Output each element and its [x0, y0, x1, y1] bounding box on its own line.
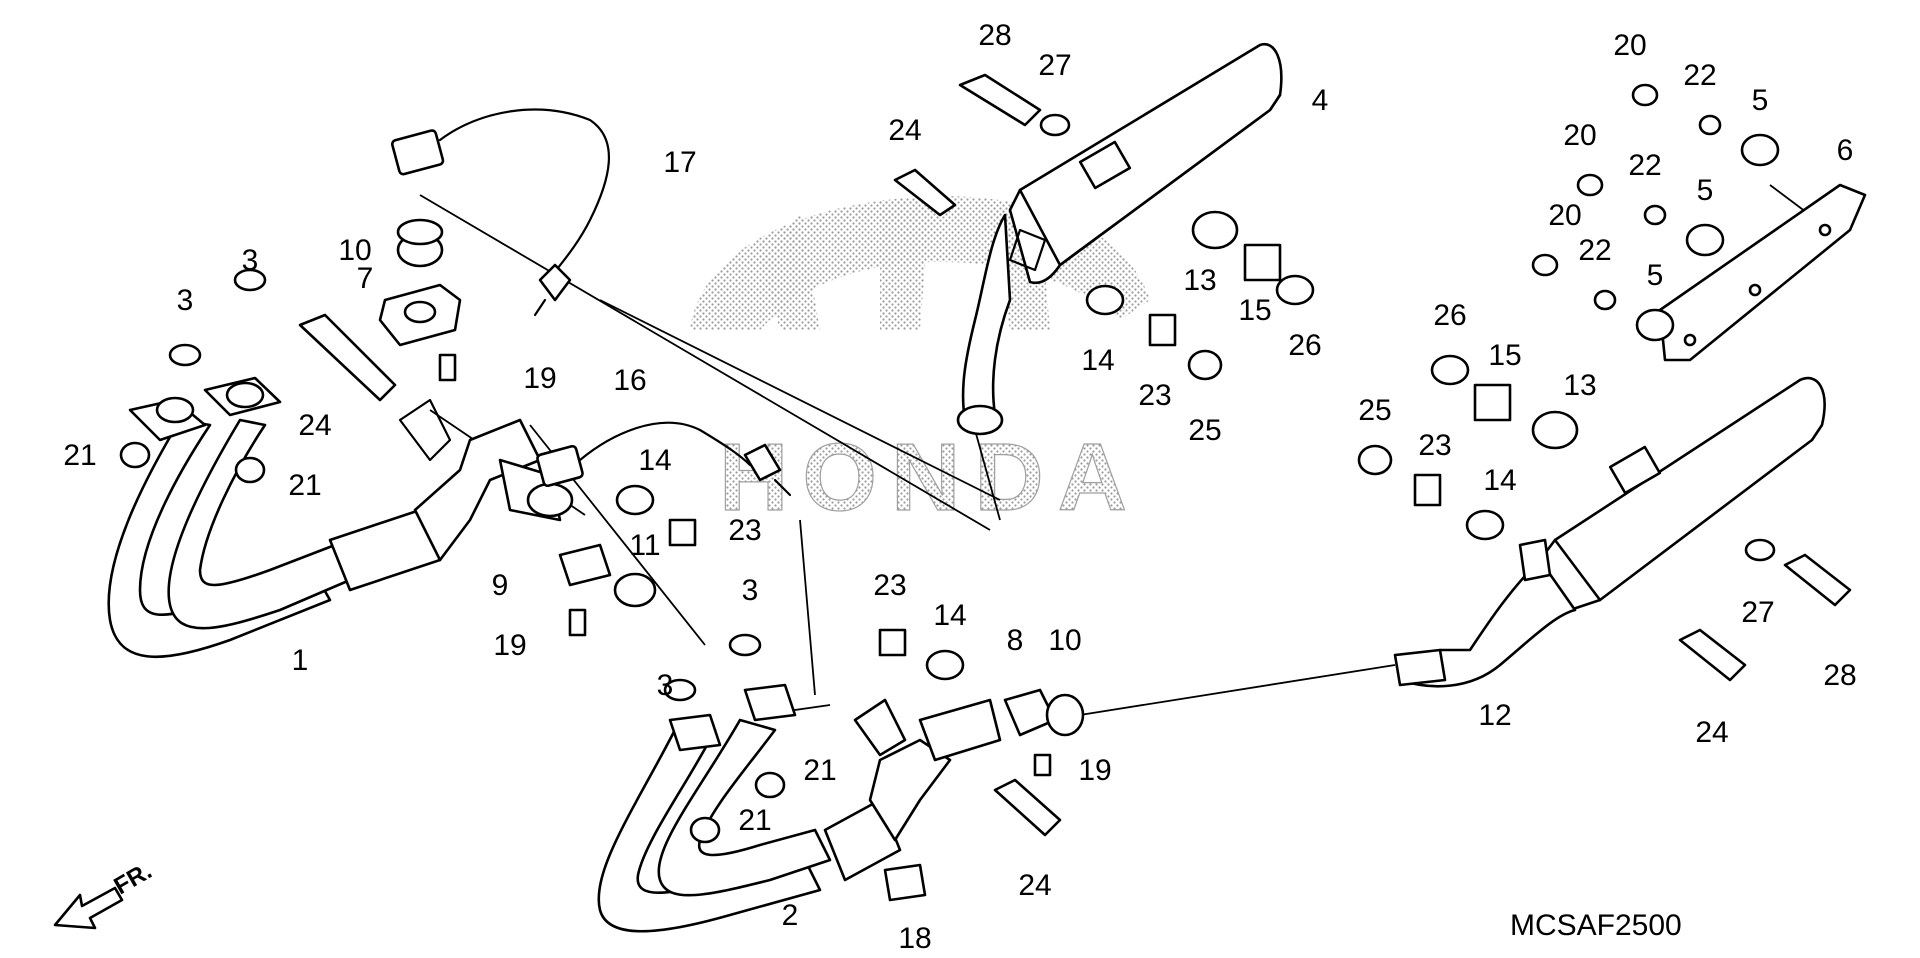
callout-8: 8 — [1007, 624, 1024, 657]
callout-24b: 24 — [888, 114, 921, 147]
callout-9: 9 — [492, 569, 509, 602]
callout-10b: 10 — [1048, 624, 1081, 657]
callout-21b: 21 — [288, 469, 321, 502]
diagram-code: MCSAF2500 — [1510, 909, 1682, 942]
callout-20a: 20 — [1613, 29, 1646, 62]
callout-22b: 22 — [1628, 149, 1661, 182]
callout-23b: 23 — [1418, 429, 1451, 462]
callout-21d: 21 — [738, 804, 771, 837]
callout-4: 4 — [1312, 84, 1329, 117]
callout-14a: 14 — [1081, 344, 1114, 377]
callout-24c: 24 — [1018, 869, 1051, 902]
callout-27a: 27 — [1038, 49, 1071, 82]
callout-3d: 3 — [657, 669, 674, 702]
callout-20c: 20 — [1548, 199, 1581, 232]
callout-25a: 25 — [1188, 414, 1221, 447]
muffler-upper — [956, 42, 1283, 436]
callout-12: 12 — [1478, 699, 1511, 732]
callout-18: 18 — [898, 922, 931, 955]
honda-watermark-text: HONDA — [719, 424, 1141, 531]
exhaust-header-pipe-left — [107, 376, 574, 658]
callout-25b: 25 — [1358, 394, 1391, 427]
callout-3c: 3 — [742, 574, 759, 607]
callout-19b: 19 — [493, 629, 526, 662]
callout-21a: 21 — [63, 439, 96, 472]
callout-28a: 28 — [978, 19, 1011, 52]
callout-19c: 19 — [1078, 754, 1111, 787]
callout-24d: 24 — [1695, 716, 1728, 749]
oxygen-sensor-lower — [536, 421, 792, 497]
callout-26a: 26 — [1288, 329, 1321, 362]
callout-5a: 5 — [1752, 84, 1769, 117]
callout-14c: 14 — [638, 444, 671, 477]
exhaust-header-pipe-bottom — [597, 683, 1002, 933]
callout-27b: 27 — [1741, 596, 1774, 629]
callout-20b: 20 — [1563, 119, 1596, 152]
callout-23c: 23 — [728, 514, 761, 547]
callout-2: 2 — [782, 899, 799, 932]
callout-10a: 10 — [338, 234, 371, 267]
callout-3b: 3 — [242, 244, 259, 277]
muffler-bracket — [1658, 183, 1867, 362]
callout-22a: 22 — [1683, 59, 1716, 92]
callout-13a: 13 — [1183, 264, 1216, 297]
callout-3a: 3 — [177, 284, 194, 317]
callout-19a: 19 — [523, 362, 556, 395]
callout-17: 17 — [663, 146, 696, 179]
callout-5b: 5 — [1697, 174, 1714, 207]
callout-24a: 24 — [298, 409, 331, 442]
callout-22c: 22 — [1578, 234, 1611, 267]
callout-13b: 13 — [1563, 369, 1596, 402]
callout-15b: 15 — [1488, 339, 1521, 372]
callout-14b: 14 — [1483, 464, 1516, 497]
callout-5c: 5 — [1647, 259, 1664, 292]
callout-21c: 21 — [803, 754, 836, 787]
callout-16: 16 — [613, 364, 646, 397]
callout-23a: 23 — [1138, 379, 1171, 412]
muffler-lower — [1393, 376, 1826, 688]
oxygen-sensor-upper — [390, 108, 610, 317]
callout-11: 11 — [629, 529, 660, 562]
callout-28b: 28 — [1823, 659, 1856, 692]
callout-labels: 1 2 3 3 3 3 4 5 5 5 6 7 8 9 10 10 11 12 … — [63, 19, 1856, 955]
callout-15a: 15 — [1238, 294, 1271, 327]
callout-23d: 23 — [873, 569, 906, 602]
front-arrow-icon — [53, 886, 124, 930]
callout-6: 6 — [1837, 134, 1854, 167]
callout-14d: 14 — [933, 599, 966, 632]
callout-7: 7 — [357, 262, 374, 295]
callout-1: 1 — [292, 644, 309, 677]
front-direction-marker: FR. — [53, 857, 156, 930]
callout-26b: 26 — [1433, 299, 1466, 332]
hardware-parts — [119, 73, 1852, 902]
